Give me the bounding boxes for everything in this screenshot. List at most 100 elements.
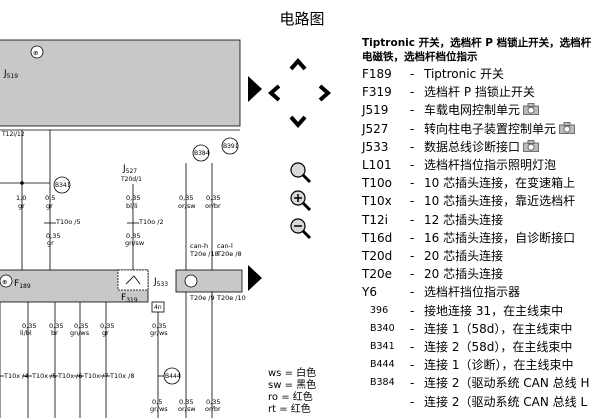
wire-12-color: gr/ws [150,329,168,337]
wire-11-size: 0,35 [100,322,114,330]
connector-t10x7: T10x /7 [83,372,108,380]
legend-item-dash: - [410,85,415,100]
legend-item-code: T12i [362,212,388,227]
camera-icon[interactable] [523,139,539,152]
legend-item-code: L101 [362,158,392,172]
chevron-down-icon [289,115,307,129]
scroll-right-arrow-top[interactable] [248,76,262,102]
chevron-up-icon [289,57,307,71]
wire-9-color: br [51,329,58,337]
legend-item-code: J519 [362,103,389,118]
legend-item-code: T16d [362,230,393,245]
junction-b341[interactable] [53,176,71,194]
junction-b384-label: B384 [194,150,210,157]
pan-left-button[interactable] [264,82,286,104]
legend-item-code: 396 [370,304,389,316]
j527-pin: T20d/1 [120,176,142,183]
legend-item-description: 接地连接 31，在主线束中 [424,303,564,318]
connector-t10x8: T10x /8 [109,372,134,380]
wire-6-color: gr [47,239,54,247]
legend-item-description: 选档杆挡位指示照明灯泡 [424,158,557,172]
legend-item-description: 数据总线诊断接口 [424,138,539,156]
wire-10-color: gn/ws [70,329,90,337]
legend-item-description: 连接 1（58d），在主线束中 [424,321,573,336]
legend-heading: Tiptronic 开关，选档杆 P 档锁止开关，选档杆 电磁铁，选档杆档位指示 [362,36,601,64]
wire-5-color: or/br [205,202,221,210]
camera-icon[interactable] [523,102,539,116]
wire-13-size: 0,35 [179,398,193,406]
legend-item-dash: - [410,340,415,354]
zoom-in-icon [290,190,312,212]
legend-item-code: B384 [370,377,395,389]
wire-6-size: 0,35 [46,232,60,240]
legend-item: T20e-20 芯插头连接 [362,265,601,283]
pan-down-button[interactable] [287,110,309,132]
f319-label: F319 [121,293,138,304]
zoom-out-button[interactable] [288,216,312,240]
junction-b391-label: B391 [223,143,239,150]
wire-3-size: 0,35 [126,194,140,202]
legend-heading-line-1: Tiptronic 开关，选档杆 P 档锁止开关，选档杆 [362,37,592,49]
wire-1-size: 1,0 [16,194,26,202]
f189-label: F189 [14,279,31,290]
camera-icon[interactable] [559,121,575,134]
legend-item-description: 连接 2（驱动系统 CAN 总线 H [424,376,590,391]
legend-item: B341-连接 2（58d），在主线束中 [362,338,601,356]
f319-switch[interactable] [117,269,149,291]
legend-item-description: 选档杆挡位指示器 [424,285,521,300]
circuit-diagram[interactable]: J519 T12i/12 ⊕ B384 B391 B341 1,0 gr 0,5… [0,38,258,420]
pan-right-button[interactable] [313,82,335,104]
legend-item: J533 -数据总线诊断接口 [362,138,601,156]
legend-item: T10o-10 芯插头连接，在变速箱上 [362,174,601,192]
chevron-left-icon [267,84,281,102]
junction-b391[interactable] [221,137,239,155]
legend-item: L101-选档杆挡位指示照明灯泡 [362,156,601,174]
legend-item-code: T20e [362,267,392,282]
legend-item-code: J533 [362,139,389,154]
legend-item-code: T10o [362,176,392,191]
legend-item-dash: - [410,394,415,409]
j519-label: J519 [3,69,18,80]
wire-15-size: 0,35 [22,322,36,330]
ground-symbol-top [30,45,44,59]
legend-item-dash: - [410,230,415,245]
legend-item: B340-连接 1（58d），在主线束中 [362,320,601,338]
legend-item-code: T20d [362,249,393,263]
wire-3-color: bl/li [126,202,138,210]
junction-b444-label: B444 [165,373,181,380]
legend-item-description: Tiptronic 开关 [424,67,504,81]
legend-item-code: F319 [362,85,392,100]
wire-11-color: gr [102,329,109,337]
legend-item-dash: - [410,139,415,154]
pan-up-button[interactable] [287,54,309,76]
zoom-in-button[interactable] [288,188,312,212]
connector-t10x6: T10x /6 [57,372,82,380]
zoom-fit-button[interactable] [288,160,312,184]
legend-item-description: 连接 2（58d），在主线束中 [424,340,573,354]
legend-item: B384-连接 2（驱动系统 CAN 总线 H [362,374,601,392]
label-can-h: can-h [190,242,208,250]
wire-14-size: 0,35 [206,398,220,406]
legend-item-description: 10 芯插头连接，在变速箱上 [424,176,576,191]
legend-item-dash: - [410,121,415,136]
legend-item-description: 12 芯插头连接 [424,212,504,227]
scroll-right-arrow-middle[interactable] [248,265,262,291]
fuse-4n-label: 4n [154,304,162,311]
label-can-l: can-l [217,242,233,250]
legend-item-dash: - [410,194,415,209]
junction-b384[interactable] [192,144,210,162]
t12i-label: T12i/12 [1,131,25,138]
color-key-item: ro = 红色 [268,392,313,403]
legend-item-description: 20 芯插头连接 [424,249,504,263]
wire-16-color: gr/ws [150,405,168,413]
wire-12-size: 0,35 [152,322,166,330]
wire-9-size: 0,35 [49,322,63,330]
legend-item-description: 20 芯插头连接 [424,267,504,282]
color-key-item: ws = 白色 [268,368,317,379]
ground-symbol-top-glyph: ⊕ [33,49,38,57]
legend-heading-line-2: 电磁铁，选档杆档位指示 [362,51,478,63]
legend-item-dash: - [410,212,415,227]
legend-item: F189-Tiptronic 开关 [362,65,601,83]
j533-label: J533 [153,277,168,288]
legend-item-description: 连接 1（诊断），在主线束中 [424,358,574,373]
